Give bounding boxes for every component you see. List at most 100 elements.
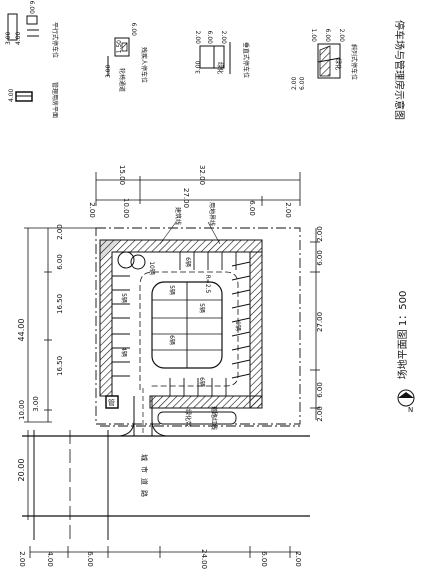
svg-text:6.00: 6.00 <box>206 31 213 45</box>
svg-text:6辆: 6辆 <box>198 377 206 387</box>
svg-text:32.00: 32.00 <box>198 165 206 185</box>
bay-row-top <box>179 252 237 270</box>
legend-angled-parking: 1.00 6.00 2.00 2.00 6.00 绿化 斜列式停车位 <box>291 29 358 90</box>
svg-text:10.00: 10.00 <box>18 400 26 420</box>
svg-text:管: 管 <box>108 398 115 407</box>
svg-text:斜列式停车位: 斜列式停车位 <box>350 44 358 80</box>
svg-text:4.00: 4.00 <box>15 31 22 45</box>
svg-text:6.00: 6.00 <box>130 23 137 37</box>
svg-text:道路红线: 道路红线 <box>210 406 218 430</box>
svg-text:建筑线: 建筑线 <box>174 207 182 225</box>
city-road <box>22 430 310 540</box>
svg-text:N: N <box>408 406 413 414</box>
svg-text:27.00: 27.00 <box>316 312 324 332</box>
bay-column-left <box>112 275 130 377</box>
svg-text:5辆: 5辆 <box>168 285 176 295</box>
svg-text:16.50: 16.50 <box>56 294 64 314</box>
dimension-bottom: 2.00 4.00 6.00 24.00 6.00 2.00 <box>18 549 302 569</box>
svg-text:绿化: 绿化 <box>334 58 342 70</box>
dimension-lines <box>24 172 320 558</box>
green-belt: 绿化带 <box>157 409 237 427</box>
svg-text:4辆: 4辆 <box>120 347 128 357</box>
svg-text:轮椅通道: 轮椅通道 <box>118 68 126 92</box>
svg-text:场地平面图 1：500: 场地平面图 1：500 <box>396 291 409 380</box>
dimension-left: 44.00 6.00 16.50 16.50 3.00 10.00 20.00 … <box>17 224 64 481</box>
svg-text:3.00: 3.00 <box>195 60 202 74</box>
svg-text:3.00: 3.00 <box>5 31 12 45</box>
svg-text:用地界线: 用地界线 <box>208 202 216 226</box>
svg-text:3.00: 3.00 <box>105 64 112 78</box>
svg-text:6.00: 6.00 <box>316 250 324 266</box>
management-room: 管 <box>105 395 119 409</box>
svg-text:1.50: 1.50 <box>116 40 123 54</box>
svg-text:2.00: 2.00 <box>338 29 345 43</box>
svg-text:6辆: 6辆 <box>184 257 192 267</box>
svg-text:2.00: 2.00 <box>294 551 302 567</box>
legend-parallel-parking: 3.00 4.00 6.00 平行式停车位 <box>5 1 59 58</box>
drawing-title: 停车场与管理房示意图 <box>393 20 406 120</box>
legend-management-room: 4.00 管理用房平面 <box>8 82 59 118</box>
svg-text:4.00: 4.00 <box>46 551 54 567</box>
svg-text:R=2.5: R=2.5 <box>204 275 211 294</box>
svg-text:垂直式停车位: 垂直式停车位 <box>242 42 250 78</box>
parking-enclosure <box>99 239 263 409</box>
plan-title: 场地平面图 1：500 <box>396 291 409 380</box>
svg-text:15.00: 15.00 <box>118 165 126 185</box>
svg-text:10辆: 10辆 <box>148 261 156 275</box>
svg-text:2.00: 2.00 <box>18 551 26 567</box>
svg-text:2.00: 2.00 <box>56 224 64 240</box>
svg-text:5辆: 5辆 <box>198 303 206 313</box>
svg-text:6.00: 6.00 <box>260 551 268 567</box>
svg-text:10.00: 10.00 <box>122 198 130 218</box>
site-boundary <box>95 227 301 425</box>
svg-text:9辆: 9辆 <box>234 321 242 331</box>
svg-text:停车场与管理房示意图: 停车场与管理房示意图 <box>393 20 406 120</box>
bay-column-right <box>231 261 251 379</box>
svg-text:2.00: 2.00 <box>220 31 227 45</box>
svg-text:1.00: 1.00 <box>310 29 317 43</box>
bay-row-bottom <box>169 378 227 396</box>
svg-text:5辆: 5辆 <box>120 293 128 303</box>
svg-text:6.00: 6.00 <box>56 254 64 270</box>
svg-text:3.00: 3.00 <box>32 396 40 412</box>
svg-text:6.00: 6.00 <box>86 551 94 567</box>
svg-text:残疾人停车位: 残疾人停车位 <box>140 47 148 83</box>
legend-perpendicular-parking: 2.00 6.00 2.00 3.00 绿化 垂直式停车位 <box>194 31 250 78</box>
entrance-road <box>119 388 167 437</box>
leader-labels: 建筑线 用地界线 R=2.5 <box>159 202 221 294</box>
svg-text:6.00: 6.00 <box>299 76 306 90</box>
svg-text:6.00: 6.00 <box>28 1 35 15</box>
dimension-right: 2.00 6.00 27.00 6.00 2.00 <box>316 226 324 422</box>
svg-text:城市道路: 城市道路 <box>140 454 149 502</box>
north-arrow: N <box>397 389 415 414</box>
svg-text:24.00: 24.00 <box>200 549 208 569</box>
svg-text:绿化: 绿化 <box>216 62 224 74</box>
svg-text:2.00: 2.00 <box>291 76 298 90</box>
svg-text:6.00: 6.00 <box>324 29 331 43</box>
svg-text:16.50: 16.50 <box>56 356 64 376</box>
svg-text:平行式停车位: 平行式停车位 <box>51 22 59 58</box>
legend-disabled-parking: 3.00 1.50 6.00 轮椅通道 残疾人停车位 <box>105 23 148 92</box>
road-red-line: 道路红线 <box>100 406 300 430</box>
bay-count-labels: 5辆 4辆 5辆 5辆 6辆 6辆 9辆 6辆 10辆 <box>120 257 242 387</box>
svg-text:2.00: 2.00 <box>284 202 292 218</box>
svg-text:27.00: 27.00 <box>182 188 190 208</box>
svg-text:44.00: 44.00 <box>17 319 26 342</box>
svg-text:2.00: 2.00 <box>316 226 324 242</box>
road-label: 城市道路 <box>140 454 149 502</box>
svg-text:绿化带: 绿化带 <box>184 409 192 427</box>
svg-text:2.00: 2.00 <box>316 406 324 422</box>
svg-text:6.00: 6.00 <box>316 382 324 398</box>
dimension-top: 15.00 32.00 27.00 10.00 2.00 6.00 2.00 <box>88 165 292 218</box>
svg-text:2.00: 2.00 <box>194 31 201 45</box>
svg-text:6辆: 6辆 <box>168 335 176 345</box>
driving-lane-loop <box>139 271 239 390</box>
svg-text:20.00: 20.00 <box>17 459 26 482</box>
svg-text:4.00: 4.00 <box>8 88 15 102</box>
svg-text:管理用房平面: 管理用房平面 <box>51 82 59 118</box>
trees <box>117 251 146 270</box>
svg-text:2.00: 2.00 <box>88 202 96 218</box>
central-island <box>151 281 223 369</box>
svg-text:6.00: 6.00 <box>248 200 256 216</box>
